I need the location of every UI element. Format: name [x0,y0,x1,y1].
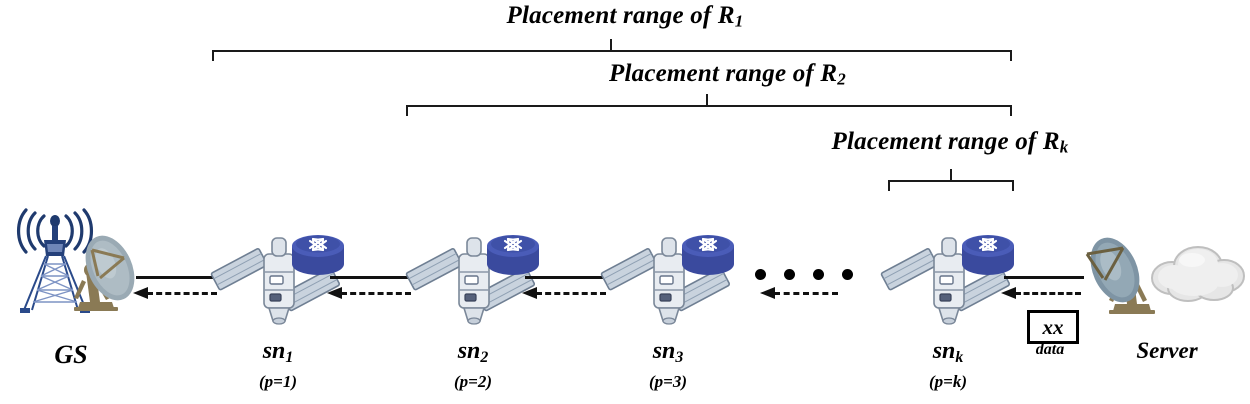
dot [813,269,824,280]
dot [842,269,853,280]
brace-end-right [1010,105,1012,116]
satellite-position-text: (p=k) [928,372,967,391]
arrow-dash [341,292,411,295]
link-arrow-ellipsis [760,287,838,299]
link-arrow-sn2-sn3 [522,287,606,299]
satellite-name-subscript: 3 [675,348,684,366]
placement-range-r1-brace [212,39,1012,64]
link-line-gs-sn1 [136,276,220,279]
arrow-dash [147,292,217,295]
brace-end-left [406,105,408,116]
placement-range-rk-label: Placement range of Rk [650,128,1250,158]
brace-center-tick [950,169,952,180]
arrow-head [1001,287,1016,299]
satellite-position-sn1: (p=1) [228,372,328,392]
router-icon [292,235,344,275]
placement-range-r1-label: Placement range of R1 [0,2,1250,32]
satellite-icon [405,235,539,325]
arrow-dash [774,292,838,295]
arrow-head [760,287,775,299]
satellite-node-sn3[interactable] [600,228,734,328]
satellite-name-subscript: k [955,348,964,366]
link-arrow-gs-sn1 [133,287,217,299]
data-box-value: xx [1042,314,1064,339]
satellite-label-sn1: sn1 [228,338,328,367]
dot [755,269,766,280]
brace-end-right [1012,180,1014,191]
brace-end-right [1010,50,1012,61]
satellite-name-subscript: 1 [285,348,294,366]
placement-range-rk-subscript: k [1059,137,1069,157]
data-box-caption: data [1012,341,1088,359]
satellite-icon [210,235,344,325]
placement-range-r2-brace [406,94,1012,119]
brace-bar [406,105,1012,107]
arrow-dash [1015,292,1081,295]
satellite-icon [880,235,1014,325]
server-cloud[interactable] [1148,240,1250,312]
satellite-position-sn3: (p=3) [618,372,718,392]
cloud-icon [1151,246,1245,302]
link-arrow-sn1-sn2 [327,287,411,299]
arrow-head [133,287,148,299]
arrow-dash [536,292,606,295]
satellite-position-snk: (p=k) [898,372,998,392]
data-caption-text: data [1035,341,1065,358]
satellite-name-text: sn [932,338,956,364]
placement-range-rk-text: Placement range of R [831,128,1060,155]
gs-text: GS [54,340,88,369]
router-icon [487,235,539,275]
router-icon [682,235,734,275]
link-line-snk-server [1004,276,1084,279]
ground-station-dish[interactable] [62,228,152,318]
arrow-head [522,287,537,299]
satellite-node-sn2[interactable] [405,228,539,328]
placement-range-r2-subscript: 2 [837,69,846,89]
router-icon [962,235,1014,275]
satellite-name-subscript: 2 [480,348,489,366]
radio-tower-icon [17,208,93,313]
satellite-position-text: (p=2) [453,372,492,391]
satellite-name-text: sn [652,338,676,364]
satellite-icon [600,235,734,325]
brace-end-left [212,50,214,61]
brace-bar [212,50,1012,52]
placement-range-r1-text: Placement range of R [506,2,735,29]
ellipsis-dots [755,269,853,280]
server-dish[interactable] [1075,232,1167,324]
satellite-name-text: sn [457,338,481,364]
brace-center-tick [610,39,612,50]
ground-station[interactable] [4,206,144,316]
server-text: Server [1136,338,1198,363]
satellite-node-sn1[interactable] [210,228,344,328]
brace-center-tick [706,94,708,105]
satellite-label-sn3: sn3 [618,338,718,367]
brace-bar [888,180,1014,182]
satellite-node-snk[interactable] [880,228,1014,328]
satellite-position-text: (p=3) [648,372,687,391]
link-line-sn2-sn3 [525,276,609,279]
placement-range-r2-label: Placement range of R2 [205,60,1250,90]
satellite-label-snk: snk [898,338,998,367]
placement-range-r2-text: Placement range of R [609,60,838,87]
placement-range-r1-subscript: 1 [734,11,744,31]
server-label: Server [1112,338,1222,364]
link-line-sn1-sn2 [330,276,414,279]
satellite-label-sn2: sn2 [423,338,523,367]
dot [784,269,795,280]
data-box[interactable]: xx [1027,310,1079,344]
satellite-position-text: (p=1) [258,372,297,391]
satellite-dish-icon [1085,237,1155,314]
satellite-name-text: sn [262,338,286,364]
placement-range-rk-brace [888,169,1014,194]
link-arrow-snk-server [1001,287,1081,299]
ground-station-label: GS [26,340,116,370]
satellite-position-sn2: (p=2) [423,372,523,392]
brace-end-left [888,180,890,191]
satellite-dish-icon [74,235,135,311]
arrow-head [327,287,342,299]
